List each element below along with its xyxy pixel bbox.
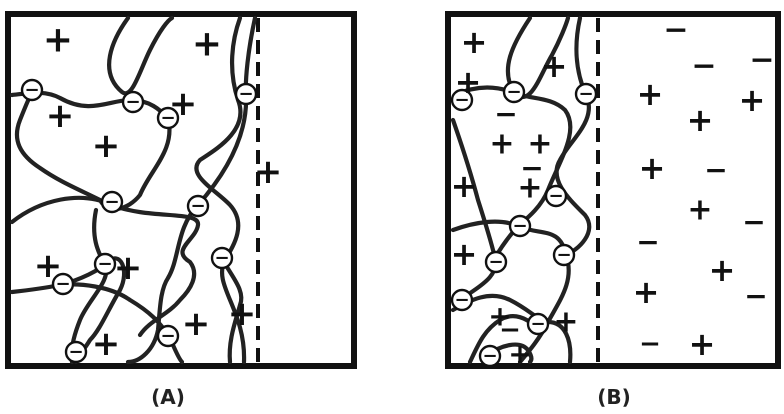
svg-text:−: −	[214, 248, 229, 269]
svg-text:−: −	[190, 196, 205, 217]
bound-anion-icon: −	[554, 245, 574, 266]
svg-text:−: −	[578, 84, 593, 105]
cation-plus-sign: +	[687, 101, 714, 139]
anion-minus-sign: −	[749, 43, 774, 78]
bound-anion-icon: −	[66, 342, 86, 363]
bound-anion-icon: −	[22, 80, 42, 101]
anion-minus-sign: −	[663, 13, 688, 48]
bound-anion-icon: −	[510, 216, 530, 237]
anion-minus-sign: −	[744, 280, 767, 313]
panel-a-caption: (A)	[151, 385, 185, 409]
svg-text:−: −	[104, 192, 119, 213]
svg-text:−: −	[488, 252, 503, 273]
svg-text:−: −	[68, 342, 83, 363]
bound-anion-icon: −	[188, 196, 208, 217]
bound-anion-icon: −	[236, 84, 256, 105]
svg-text:−: −	[454, 290, 469, 311]
cation-plus-sign: +	[254, 152, 283, 192]
svg-text:−: −	[482, 346, 497, 367]
svg-text:−: −	[125, 92, 140, 113]
cation-plus-sign: +	[114, 248, 143, 288]
svg-text:−: −	[512, 216, 527, 237]
bound-anion-icon: −	[576, 84, 596, 105]
anion-minus-sign: −	[636, 226, 659, 259]
cation-plus-sign: +	[182, 304, 211, 344]
cation-plus-sign: +	[34, 246, 63, 286]
bound-anion-icon: −	[95, 254, 115, 275]
svg-text:−: −	[97, 254, 112, 275]
cation-plus-sign: +	[489, 127, 514, 162]
anion-minus-sign: −	[499, 315, 521, 345]
svg-text:−: −	[160, 326, 175, 347]
cation-plus-sign: +	[633, 273, 660, 311]
anion-minus-sign: −	[691, 49, 716, 84]
cation-plus-sign: +	[541, 47, 568, 85]
panel-b-caption: (B)	[597, 385, 631, 409]
cation-plus-sign: +	[451, 235, 478, 273]
anion-minus-sign: −	[520, 152, 543, 185]
panel-a-polymer-chains	[12, 18, 255, 362]
cation-plus-sign: +	[451, 167, 478, 205]
bound-anion-icon: −	[102, 192, 122, 213]
anion-minus-sign: −	[704, 154, 727, 187]
cation-plus-sign: +	[553, 305, 578, 340]
cation-plus-sign: +	[709, 251, 736, 289]
cation-plus-sign: +	[92, 126, 121, 166]
cation-plus-sign: +	[637, 75, 664, 113]
cation-plus-sign: +	[92, 324, 121, 364]
cation-plus-sign: +	[461, 23, 488, 61]
svg-text:−: −	[556, 245, 571, 266]
bound-anion-icon: −	[158, 326, 178, 347]
svg-text:−: −	[548, 186, 563, 207]
bound-anion-icon: −	[123, 92, 143, 113]
cation-plus-sign: +	[689, 325, 716, 363]
cation-plus-sign: +	[228, 294, 257, 334]
cation-plus-sign: +	[46, 96, 75, 136]
anion-minus-sign: −	[494, 98, 517, 131]
cation-plus-sign: +	[192, 24, 222, 65]
bound-anion-icon: −	[546, 186, 566, 207]
anion-minus-sign: −	[639, 329, 661, 359]
anion-minus-sign: −	[742, 206, 765, 239]
svg-text:−: −	[238, 84, 253, 105]
svg-text:−: −	[24, 80, 39, 101]
bound-anion-icon: −	[480, 346, 500, 367]
charge-marks: −−−−−−−−−−−+++++++++++−−−−−−−−−−++++++++…	[22, 13, 775, 371]
bound-anion-icon: −	[528, 314, 548, 335]
cation-plus-sign: +	[43, 20, 73, 61]
cation-plus-sign: +	[687, 193, 712, 228]
cation-plus-sign: +	[455, 63, 482, 101]
bound-anion-icon: −	[212, 248, 232, 269]
cation-plus-sign: +	[639, 149, 666, 187]
bound-anion-icon: −	[452, 290, 472, 311]
cation-plus-sign: +	[169, 84, 198, 124]
svg-text:−: −	[530, 314, 545, 335]
cation-plus-sign: +	[739, 81, 766, 119]
bound-anion-icon: −	[486, 252, 506, 273]
